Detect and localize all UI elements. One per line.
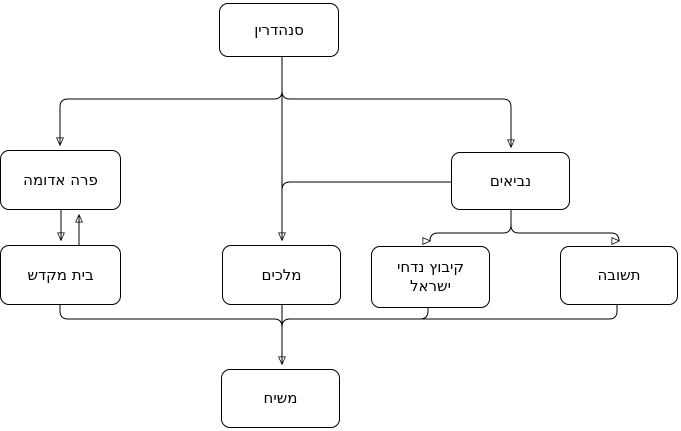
node-sanhedrin-label: סנהדרין [254,20,304,39]
node-melachim-label: מלכים [261,265,302,284]
node-mashiach: משיח [221,369,340,428]
edge-fork-top-left-curve [273,90,283,100]
edge-sanhedrin-neviim [290,98,511,147]
node-melachim: מלכים [222,245,341,305]
node-teshuva-label: תשובה [597,266,641,285]
edge-neviim-melachim [281,181,451,191]
edge-neviim-kibbutz [430,210,512,241]
node-kibbutz-nidchei-yisrael: קיבוץ נדחי ישראל [371,246,490,308]
node-parah-adumah: פרה אדומה [0,150,121,210]
node-beit-mikdash-label: בית מקדש [27,265,94,284]
edge-merge-right-curve [281,318,291,328]
edge-sanhedrin-parah-adumah [60,98,274,145]
node-sanhedrin: סנהדרין [219,3,339,57]
edge-neviim-teshuva [510,210,619,241]
edge-teshuva-merge-bar [290,305,618,320]
edge-fork-top-right-curve [281,90,291,100]
edge-merge-left-curve [273,318,283,328]
node-kibbutz-nidchei-yisrael-label: קיבוץ נדחי ישראל [397,258,464,295]
node-mashiach-label: משיח [263,389,298,408]
node-teshuva: תשובה [560,246,678,305]
node-beit-mikdash: בית מקדש [0,245,121,305]
edge-kibbutz-merge-bar [419,308,429,320]
node-parah-adumah-label: פרה אדומה [23,170,98,189]
node-neviim: נביאים [451,152,570,210]
node-neviim-label: נביאים [489,171,532,190]
edge-beit-mikdash-merge-bar [59,305,274,320]
